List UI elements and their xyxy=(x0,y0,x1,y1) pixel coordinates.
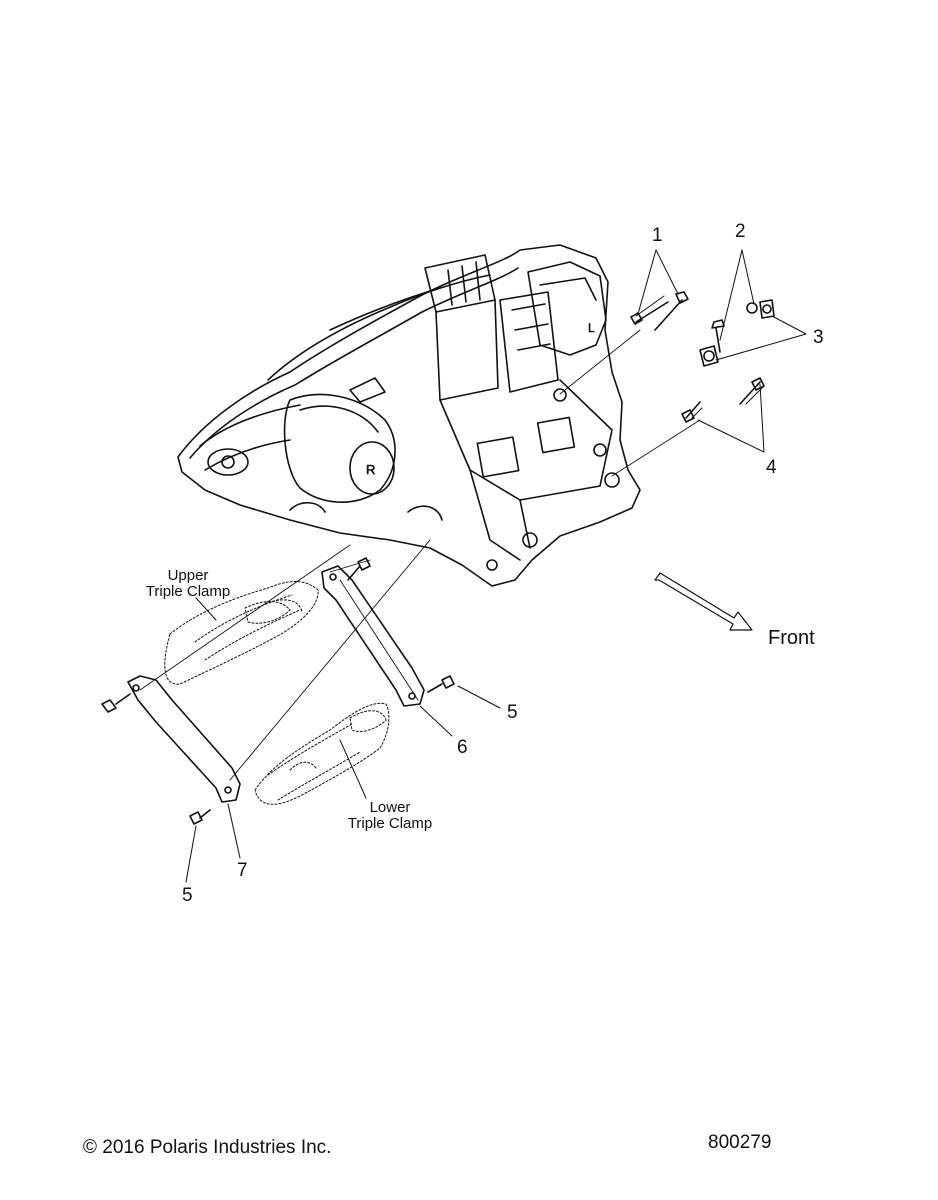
upper-triple-clamp-caption: Upper Triple Clamp xyxy=(132,568,244,600)
lower-triple-clamp-phantom xyxy=(254,702,390,805)
clip-fastener-2-3 xyxy=(699,249,807,367)
callout-5-lower: 5 xyxy=(182,885,193,906)
leader-7 xyxy=(227,803,241,859)
alignment-lines xyxy=(139,329,701,781)
callout-2: 2 xyxy=(735,221,746,242)
upper-triple-clamp-phantom xyxy=(164,581,319,685)
callout-7: 7 xyxy=(237,860,248,881)
callout-6: 6 xyxy=(457,737,468,758)
svg-text:L: L xyxy=(588,321,595,335)
bracket-6 xyxy=(321,557,425,707)
bracket-7 xyxy=(101,675,241,803)
lower-caption-line-2: Triple Clamp xyxy=(347,814,433,832)
leader-upper-clamp xyxy=(195,597,217,621)
callout-1: 1 xyxy=(652,225,663,246)
front-direction-label: Front xyxy=(768,627,815,649)
bolt-5-upper xyxy=(427,675,501,709)
bolt-5-lower xyxy=(185,809,211,883)
upper-caption-line-2: Triple Clamp xyxy=(145,582,231,600)
headlight-pod-assembly: R L xyxy=(177,244,641,587)
bolt-pair-4 xyxy=(681,377,765,453)
bolt-pair-1 xyxy=(630,249,689,331)
lower-triple-clamp-caption: Lower Triple Clamp xyxy=(334,800,446,832)
front-direction-arrow xyxy=(654,572,753,631)
lower-caption-line-1: Lower xyxy=(369,799,411,816)
callout-3: 3 xyxy=(813,327,824,348)
copyright-notice: © 2016 Polaris Industries Inc. xyxy=(83,1137,332,1158)
callout-5-upper: 5 xyxy=(507,702,518,723)
figure-number: 800279 xyxy=(708,1132,772,1153)
callout-4: 4 xyxy=(766,457,777,478)
leader-lower-clamp xyxy=(339,739,367,799)
upper-caption-line-1: Upper xyxy=(167,567,209,584)
leader-6 xyxy=(419,705,453,737)
svg-text:R: R xyxy=(366,462,375,477)
